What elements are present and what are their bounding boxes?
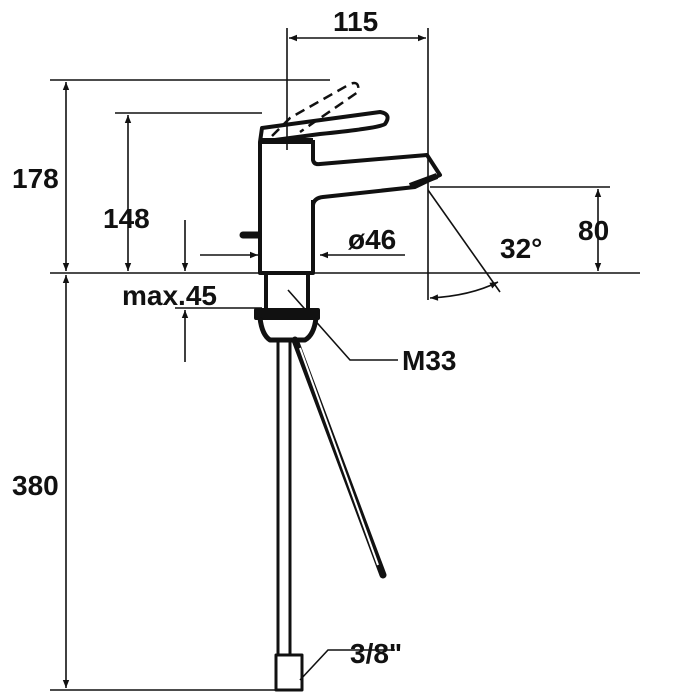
dim-spout-angle: 32°	[500, 233, 543, 264]
dim-hose-length: 380	[12, 470, 59, 501]
lever-raised-dashed	[271, 81, 360, 137]
faucet-outline	[239, 110, 442, 692]
dim-diameter-body: ø46	[348, 224, 397, 255]
dim-height-spout: 80	[578, 215, 610, 246]
dim-connection: 3/8"	[350, 638, 403, 669]
dim-height-total: 178	[12, 163, 59, 194]
dim-height-lever: 148	[103, 203, 150, 234]
dimension-lines	[50, 28, 640, 691]
dim-width-spout: 115	[333, 6, 379, 37]
dim-thread: M33	[402, 345, 457, 376]
dim-max-counter: max.45	[122, 280, 217, 311]
